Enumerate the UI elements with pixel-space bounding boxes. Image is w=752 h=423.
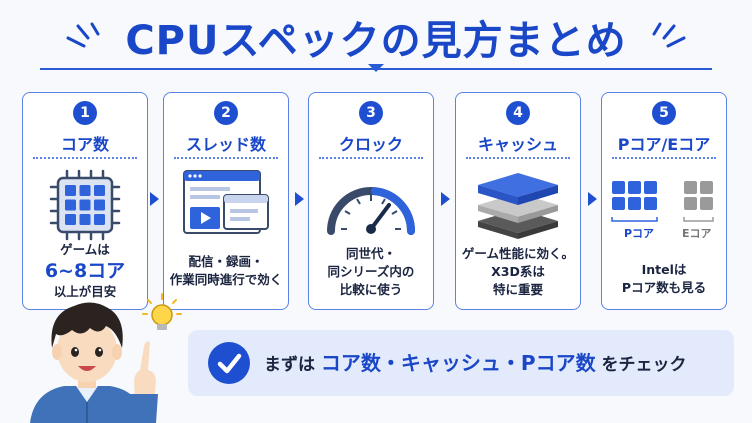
card-p-e-core: 5 Pコア/Eコア Pコア Eコア Intelは Pコア数も見る [601,92,727,310]
card-illustration [23,165,147,251]
card-number: 2 [214,101,238,125]
card-title: キャッシュ [477,135,558,154]
arrow-right-icon [588,192,597,206]
card-illustration [309,165,433,251]
summary-text: まずは コア数・キャッシュ・Pコア数 をチェック [264,330,687,396]
summary-suffix: をチェック [601,355,687,375]
desc-line: 特に重要 [492,282,543,297]
desc-highlight: 6~8コア [44,260,126,282]
light-bulb-icon [142,293,182,330]
card-divider [174,157,278,159]
sparkle-lines-icon [66,22,100,48]
card-illustration [456,165,580,251]
desc-line: 配信・録画・ [188,254,264,269]
desc-line: Pコア数も見る [621,280,707,295]
card-title: スレッド数 [185,135,266,154]
core-grid-icon [611,181,714,222]
speedometer-icon [327,187,415,235]
presenter-character-illustration [30,293,182,423]
card-number: 3 [359,101,383,125]
card-title: Pコア/Eコア [617,135,711,154]
card-illustration: Pコア Eコア [602,165,726,251]
card-divider [33,157,137,159]
arrow-right-icon [295,192,304,206]
arrow-right-icon [150,192,159,206]
card-core-count: 1 コア数 ゲームは 6~8コア 以上が目安 [22,92,148,310]
title-area: CPUスペックの見方まとめ [0,0,752,72]
check-icon [208,342,250,384]
card-clock: 3 クロック 同世代・ 同シリーズ内の 比較に使う [308,92,434,310]
desc-line: 作業同時進行で効く [169,272,283,287]
card-number: 1 [73,101,97,125]
desc-line: 同シリーズ内の [327,264,415,279]
card-divider [466,157,570,159]
multi-window-icon [183,170,269,234]
card-divider [612,157,716,159]
card-cache: 4 キャッシュ ゲーム性能に効く。 X3D系は 特に重要 [455,92,581,310]
desc-line: 同世代・ [345,246,396,261]
card-number: 5 [652,101,676,125]
summary-banner: まずは コア数・キャッシュ・Pコア数 をチェック [188,330,734,396]
card-description: ゲームは 6~8コア 以上が目安 [23,241,147,301]
arrow-right-icon [441,192,450,206]
card-thread-count: 2 スレッド数 配信・録画・ 作業同時進行で効く [163,92,289,310]
summary-highlight: コア数・キャッシュ・Pコア数 [320,351,596,375]
card-description: Intelは Pコア数も見る [602,261,726,297]
cpu-chip-icon [49,169,121,241]
card-description: 配信・録画・ 作業同時進行で効く [164,253,288,289]
card-illustration [164,165,288,251]
card-divider [319,157,423,159]
p-core-label: Pコア [624,227,655,240]
e-core-label: Eコア [682,227,712,240]
desc-line: Intelは [641,262,687,277]
desc-line: X3D系は [491,264,545,279]
card-description: ゲーム性能に効く。 X3D系は 特に重要 [456,245,580,299]
desc-line: ゲーム性能に効く。 [461,246,575,261]
desc-line: 比較に使う [339,282,403,297]
title-underline-notch [368,64,384,72]
summary-prefix: まずは [264,355,315,375]
sparkle-lines-icon [652,22,686,48]
card-title: コア数 [60,135,109,154]
desc-line: ゲームは [60,242,110,257]
stacked-layers-icon [478,173,558,239]
page-title: CPUスペックの見方まとめ [125,18,627,64]
card-title: クロック [338,135,403,154]
card-description: 同世代・ 同シリーズ内の 比較に使う [309,245,433,299]
desc-line: 以上が目安 [53,284,117,299]
card-number: 4 [506,101,530,125]
